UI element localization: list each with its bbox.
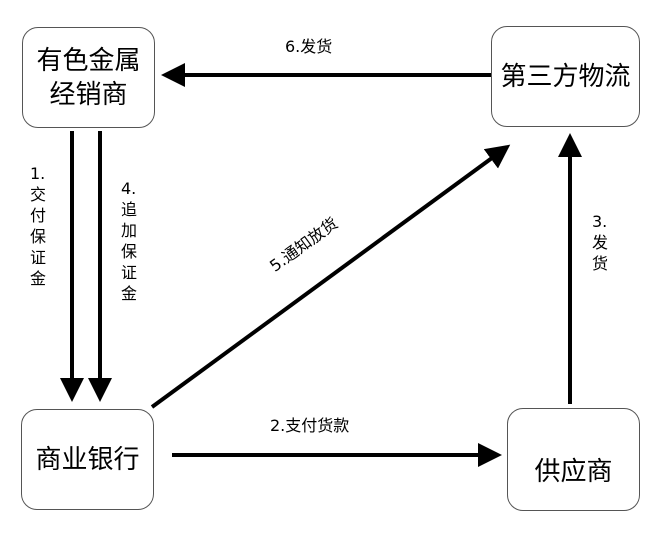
edge-1-char: 交 — [30, 185, 47, 204]
edge-1-char: 证 — [30, 248, 47, 267]
edge-3-char: 发 — [592, 233, 609, 252]
node-bank: 商业银行 — [21, 409, 154, 510]
edge-4-char: 加 — [121, 221, 138, 240]
edge-1-char: 付 — [30, 206, 47, 225]
node-supplier-label: 供应商 — [534, 456, 613, 487]
node-logistics: 第三方物流 — [491, 26, 640, 127]
edge-6-label: 6.发货 — [285, 37, 333, 56]
edge-1-char: 金 — [30, 269, 47, 288]
node-dealer-line-2: 经销商 — [49, 79, 128, 110]
edge-5-arrow — [150, 144, 511, 409]
edge-1-char: 保 — [30, 227, 47, 246]
edge-1-num: 1. — [30, 164, 46, 183]
edge-4-num: 4. — [121, 179, 137, 198]
edge-4-label: 4. 追 加 保 证 金 — [121, 178, 137, 304]
edge-4-char: 证 — [121, 263, 138, 282]
node-supplier: 供应商 — [507, 408, 640, 511]
edge-3-char: 货 — [592, 254, 609, 273]
edge-4-char: 金 — [121, 284, 138, 303]
node-logistics-label: 第三方物流 — [500, 61, 631, 92]
edge-1-label: 1. 交 付 保 证 金 — [30, 163, 46, 289]
node-bank-label: 商业银行 — [35, 444, 140, 475]
edge-3-label: 3. 发 货 — [592, 211, 608, 274]
edge-2-label: 2.支付货款 — [270, 416, 350, 435]
node-dealer-line-1: 有色金属 — [36, 45, 141, 76]
edge-4-char: 保 — [121, 242, 138, 261]
node-dealer: 有色金属 经销商 — [22, 27, 155, 128]
edge-4-char: 追 — [121, 200, 138, 219]
edge-3-num: 3. — [592, 212, 608, 231]
